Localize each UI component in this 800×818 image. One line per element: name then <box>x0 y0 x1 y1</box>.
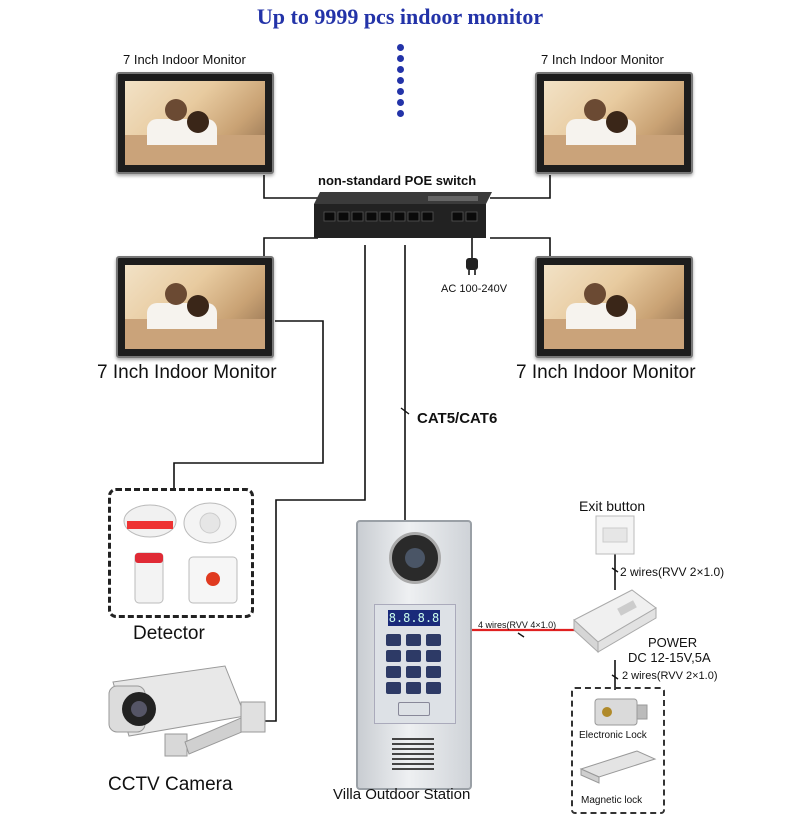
cctv-camera-icon <box>108 665 266 757</box>
line-top-right-monitor <box>490 175 551 199</box>
line-detector <box>173 320 324 488</box>
exit-button-label: Exit button <box>579 498 646 514</box>
monitor-label-mid-right: 7 Inch Indoor Monitor <box>516 362 696 383</box>
emergency-button-icon <box>188 556 238 604</box>
exit-button-icon <box>595 515 635 555</box>
speaker-grille <box>392 736 434 770</box>
cable-type-label: CAT5/CAT6 <box>417 410 498 427</box>
electronic-lock-label: Electronic Lock <box>579 730 647 741</box>
magnetic-lock-icon <box>579 750 657 784</box>
detector-group <box>108 488 254 618</box>
poe-switch <box>314 192 492 238</box>
detector-label: Detector <box>133 623 205 644</box>
camera-label: CCTV Camera <box>108 774 233 795</box>
outdoor-station: 8.8.8.8 <box>356 520 472 790</box>
indoor-monitor-top-right <box>535 72 693 174</box>
card-reader-icon <box>398 702 430 716</box>
monitor-label-top-right: 7 Inch Indoor Monitor <box>541 52 664 67</box>
line-mid-right-monitor <box>490 237 551 256</box>
line-top-left-monitor <box>263 175 318 199</box>
monitor-label-top-left: 7 Inch Indoor Monitor <box>123 52 246 67</box>
gas-detector-icon <box>123 504 177 538</box>
locks-group: Electronic Lock Magnetic lock <box>571 687 665 814</box>
station-power-wire-label: 4 wires(RVV 4×1.0) <box>478 620 557 630</box>
magnetic-lock-label: Magnetic lock <box>581 795 643 806</box>
indoor-monitor-mid-right <box>535 256 693 358</box>
power-label-line1: POWER <box>648 635 698 650</box>
power-supply-icon <box>573 589 657 654</box>
indoor-monitor-mid-left <box>116 256 274 358</box>
page-title: Up to 9999 pcs indoor monitor <box>256 4 544 29</box>
power-label-line2: DC 12-15V,5A <box>628 650 711 665</box>
line-mid-left-monitor <box>263 237 318 256</box>
line-camera <box>262 245 366 722</box>
exit-wire-label: 2 wires(RVV 2×1.0) <box>620 565 725 579</box>
station-label: Villa Outdoor Station <box>333 786 471 803</box>
lock-wire-label: 2 wires(RVV 2×1.0) <box>622 670 718 682</box>
switch-label: non-standard POE switch <box>318 173 477 188</box>
power-supply-label: AC 100-240V <box>441 283 508 295</box>
monitor-label-mid-left: 7 Inch Indoor Monitor <box>97 362 277 383</box>
camera-lens-icon <box>389 532 441 584</box>
station-display: 8.8.8.8 <box>388 610 440 626</box>
power-plug-icon <box>466 258 478 275</box>
door-sensor-icon <box>134 552 164 604</box>
electronic-lock-icon <box>594 698 648 726</box>
indoor-monitor-top-left <box>116 72 274 174</box>
smoke-detector-icon <box>183 502 237 544</box>
